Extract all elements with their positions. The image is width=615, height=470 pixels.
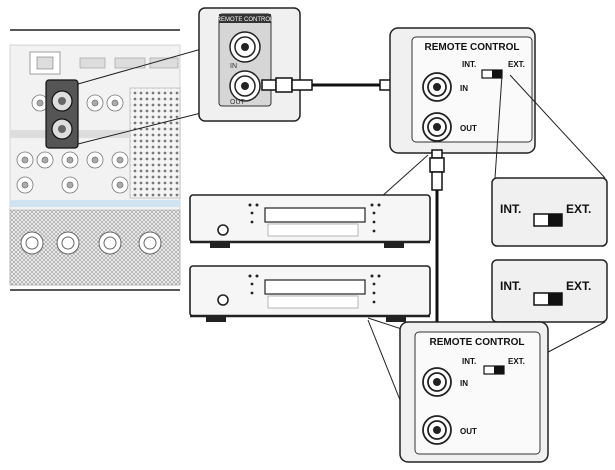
power-button-icon — [217, 294, 229, 306]
bottom-panel-ext-label: EXT. — [508, 357, 525, 366]
bottom-panel-out-label: OUT — [460, 427, 477, 436]
receiver-jack-inset: REMOTE CONTROL IN OUT — [77, 7, 301, 145]
top-panel-in-label: IN — [460, 84, 468, 93]
bottom-panel-title: REMOTE CONTROL — [430, 337, 525, 348]
disc-tray-icon — [264, 279, 366, 295]
callout-bottom-ext-label: EXT. — [566, 279, 591, 293]
cd-player-bottom — [189, 265, 431, 401]
bottom-panel-int-label: INT. — [462, 357, 476, 366]
receiver-rear-panel — [9, 29, 181, 291]
inset-out-label: OUT — [230, 99, 246, 106]
top-panel-title: REMOTE CONTROL — [425, 42, 520, 53]
rca-plug-icon — [261, 77, 313, 93]
disc-tray-icon — [264, 207, 366, 223]
cd-player-top — [189, 154, 431, 248]
switch-callout-top: INT. EXT. — [491, 74, 608, 247]
slide-switch-icon — [533, 213, 563, 227]
callout-top-int-label: INT. — [500, 202, 521, 216]
rca-plug-icon — [429, 149, 445, 191]
inset-jack-header: REMOTE CONTROL — [217, 17, 274, 23]
top-panel-ext-label: EXT. — [508, 60, 525, 69]
top-remote-control-panel: REMOTE CONTROL INT. EXT. IN OUT — [389, 27, 536, 154]
top-out-jack-icon — [422, 112, 452, 142]
inset-in-label: IN — [230, 63, 237, 70]
power-button-icon — [217, 224, 229, 236]
top-panel-out-label: OUT — [460, 124, 477, 133]
callout-bottom-int-label: INT. — [500, 279, 521, 293]
bottom-out-jack-icon — [422, 415, 452, 445]
switch-callout-bottom: INT. EXT. — [491, 259, 608, 369]
bottom-remote-control-panel: REMOTE CONTROL INT. EXT. IN OUT — [399, 321, 549, 463]
bottom-panel-in-label: IN — [460, 379, 468, 388]
inset-in-jack-icon — [229, 31, 261, 63]
callout-top-ext-label: EXT. — [566, 202, 591, 216]
top-in-jack-icon — [422, 72, 452, 102]
slide-switch-icon — [533, 292, 563, 306]
slide-switch-icon — [481, 69, 503, 79]
slide-switch-icon — [483, 365, 505, 375]
top-panel-int-label: INT. — [462, 60, 476, 69]
inset-out-jack-icon — [229, 70, 261, 102]
bottom-in-jack-icon — [422, 367, 452, 397]
